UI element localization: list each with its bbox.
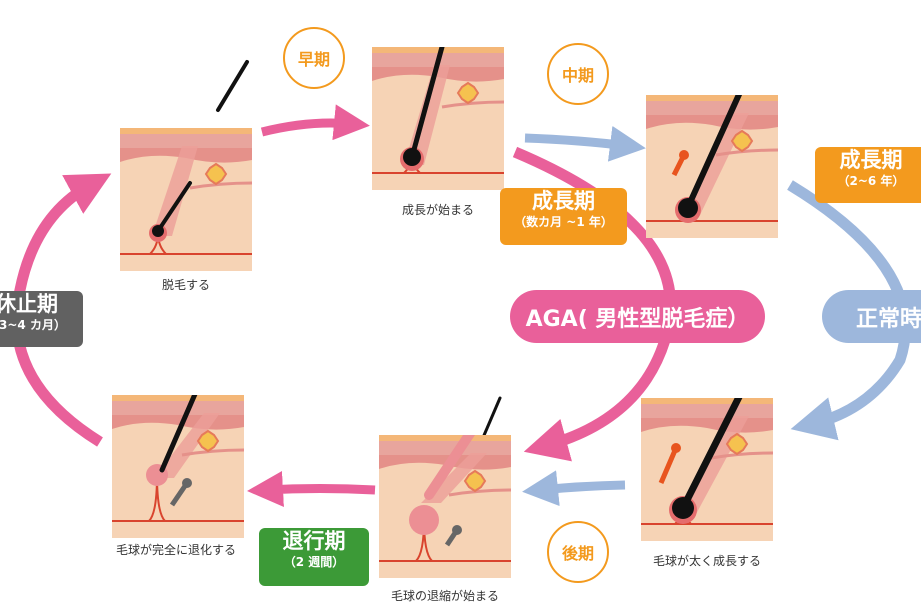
skin-surface (120, 128, 252, 134)
panel-shedding (120, 128, 253, 271)
blood-vessel (181, 448, 245, 457)
hair-root (678, 198, 698, 218)
phase-duration: （3~4 カ月） (0, 318, 66, 332)
arrow-late-to-shrink (522, 470, 626, 507)
shed-hair (216, 60, 249, 112)
blood-vessel (441, 100, 505, 109)
arrow-shed-to-early (260, 104, 370, 141)
blood-vessel (710, 451, 774, 460)
phase-duration: （2 週間） (283, 555, 345, 569)
growth-arrow-icon (658, 447, 679, 484)
phase-telogen: 休止期 （3~4 カ月） (0, 291, 83, 347)
skin-surface (112, 395, 244, 401)
epidermis (112, 401, 244, 415)
caption-bulb-degenerate: 毛球が完全に退化する (115, 543, 237, 557)
epidermis (379, 441, 511, 455)
phase-anagen-aga: 成長期 （数カ月 ~1 年） (500, 188, 627, 245)
sebaceous-gland-icon (730, 129, 754, 153)
skin-surface (372, 47, 504, 53)
phase-duration: （数カ月 ~1 年） (514, 215, 613, 229)
blood-vessel (189, 181, 253, 190)
hair-shaft (685, 87, 744, 210)
phase-title: 成長期 (532, 189, 595, 213)
skin-surface (379, 435, 511, 441)
arrow-early-to-middle (524, 125, 646, 162)
skin-surface (646, 95, 778, 101)
sebaceous-gland-icon (463, 469, 487, 493)
panel-bulb-shrink (379, 415, 512, 578)
stage-middle: 中期 (547, 43, 609, 105)
follicle-sheath (152, 146, 198, 236)
phase-anagen-normal: 成長期 （2~6 年） (815, 147, 921, 203)
hair-root (672, 497, 694, 519)
hair-bulb (409, 505, 439, 535)
epidermis (120, 134, 252, 148)
sebaceous-gland-icon (725, 432, 749, 456)
skin-surface (641, 398, 773, 404)
hair-root (403, 148, 421, 166)
cycle-label-aga: AGA( 男性型脱毛症） (510, 290, 765, 343)
caption-growth-start: 成長が始まる (401, 203, 475, 217)
caption-bulb-thick: 毛球が太く成長する (652, 554, 762, 568)
stage-late: 後期 (547, 521, 609, 583)
phase-title: 休止期 (0, 292, 58, 316)
stage-early: 早期 (283, 27, 345, 89)
epidermis (641, 404, 773, 418)
phase-title: 退行期 (282, 529, 346, 553)
sebaceous-gland-icon (204, 162, 228, 186)
arrow-shrink-to-degenerate (247, 471, 376, 507)
arrow-normal-cycle (787, 180, 911, 441)
sebaceous-gland-icon (456, 81, 480, 105)
panel-bulb-thick (641, 389, 774, 541)
panel-growth-start (372, 44, 505, 190)
hair-root (152, 225, 164, 237)
panel-middle (646, 87, 779, 238)
hair-shaft (409, 44, 445, 160)
hair-shaft (679, 389, 745, 512)
blood-vessel (715, 148, 779, 157)
follicle-sheath (154, 413, 220, 478)
falling-hair (480, 396, 502, 442)
phase-catagen: 退行期 （2 週間） (259, 528, 369, 586)
phase-duration: （2~6 年） (837, 174, 905, 188)
cycle-label-normal: 正常時 (822, 290, 921, 343)
sebaceous-gland-icon (196, 429, 220, 453)
caption-shedding: 脱毛する (161, 278, 211, 292)
caption-bulb-shrink: 毛球の退縮が始まる (390, 589, 500, 603)
phase-title: 成長期 (839, 148, 903, 172)
panel-bulb-degenerate (112, 352, 245, 538)
blood-vessel (448, 488, 512, 497)
epidermis (646, 101, 778, 115)
hair-shaft (158, 181, 192, 230)
